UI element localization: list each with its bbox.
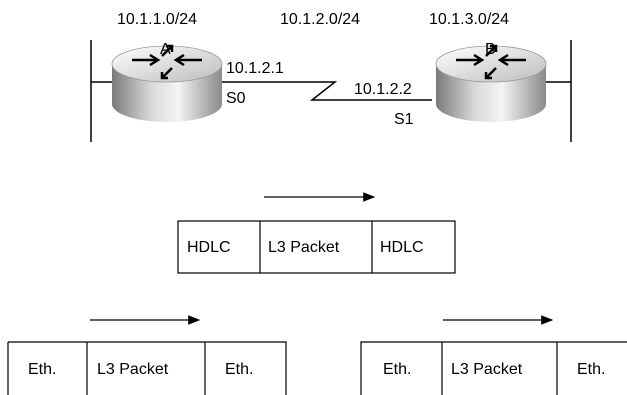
ethernet-right-header-cell: Eth. — [383, 361, 411, 378]
router-b-interface: S1 — [394, 111, 414, 128]
network-label-right: 10.1.3.0/24 — [429, 11, 509, 28]
ethernet-left-header-cell: Eth. — [28, 361, 56, 378]
ethernet-right-packet-cell: L3 Packet — [451, 361, 523, 378]
router-a-name: A — [160, 41, 171, 58]
network-label-middle: 10.1.2.0/24 — [280, 11, 360, 28]
hdlc-trailer-cell: HDLC — [380, 239, 424, 256]
router-a-ip: 10.1.2.1 — [226, 60, 284, 77]
hdlc-packet-cell: L3 Packet — [268, 239, 340, 256]
router-a-icon — [111, 44, 223, 122]
router-b-ip: 10.1.2.2 — [354, 81, 412, 98]
ethernet-left-trailer-cell: Eth. — [225, 361, 253, 378]
ethernet-left-packet-cell: L3 Packet — [97, 361, 169, 378]
ethernet-right-trailer-cell: Eth. — [577, 361, 605, 378]
ethernet-frame-left — [7, 341, 287, 395]
serial-link — [221, 81, 432, 101]
router-a-interface: S0 — [226, 90, 246, 107]
hdlc-frame — [177, 220, 456, 274]
router-b-name: B — [485, 41, 496, 58]
router-b-icon — [435, 44, 547, 122]
ethernet-frame-right — [360, 341, 627, 395]
hdlc-header-cell: HDLC — [187, 239, 231, 256]
network-label-left: 10.1.1.0/24 — [117, 11, 197, 28]
